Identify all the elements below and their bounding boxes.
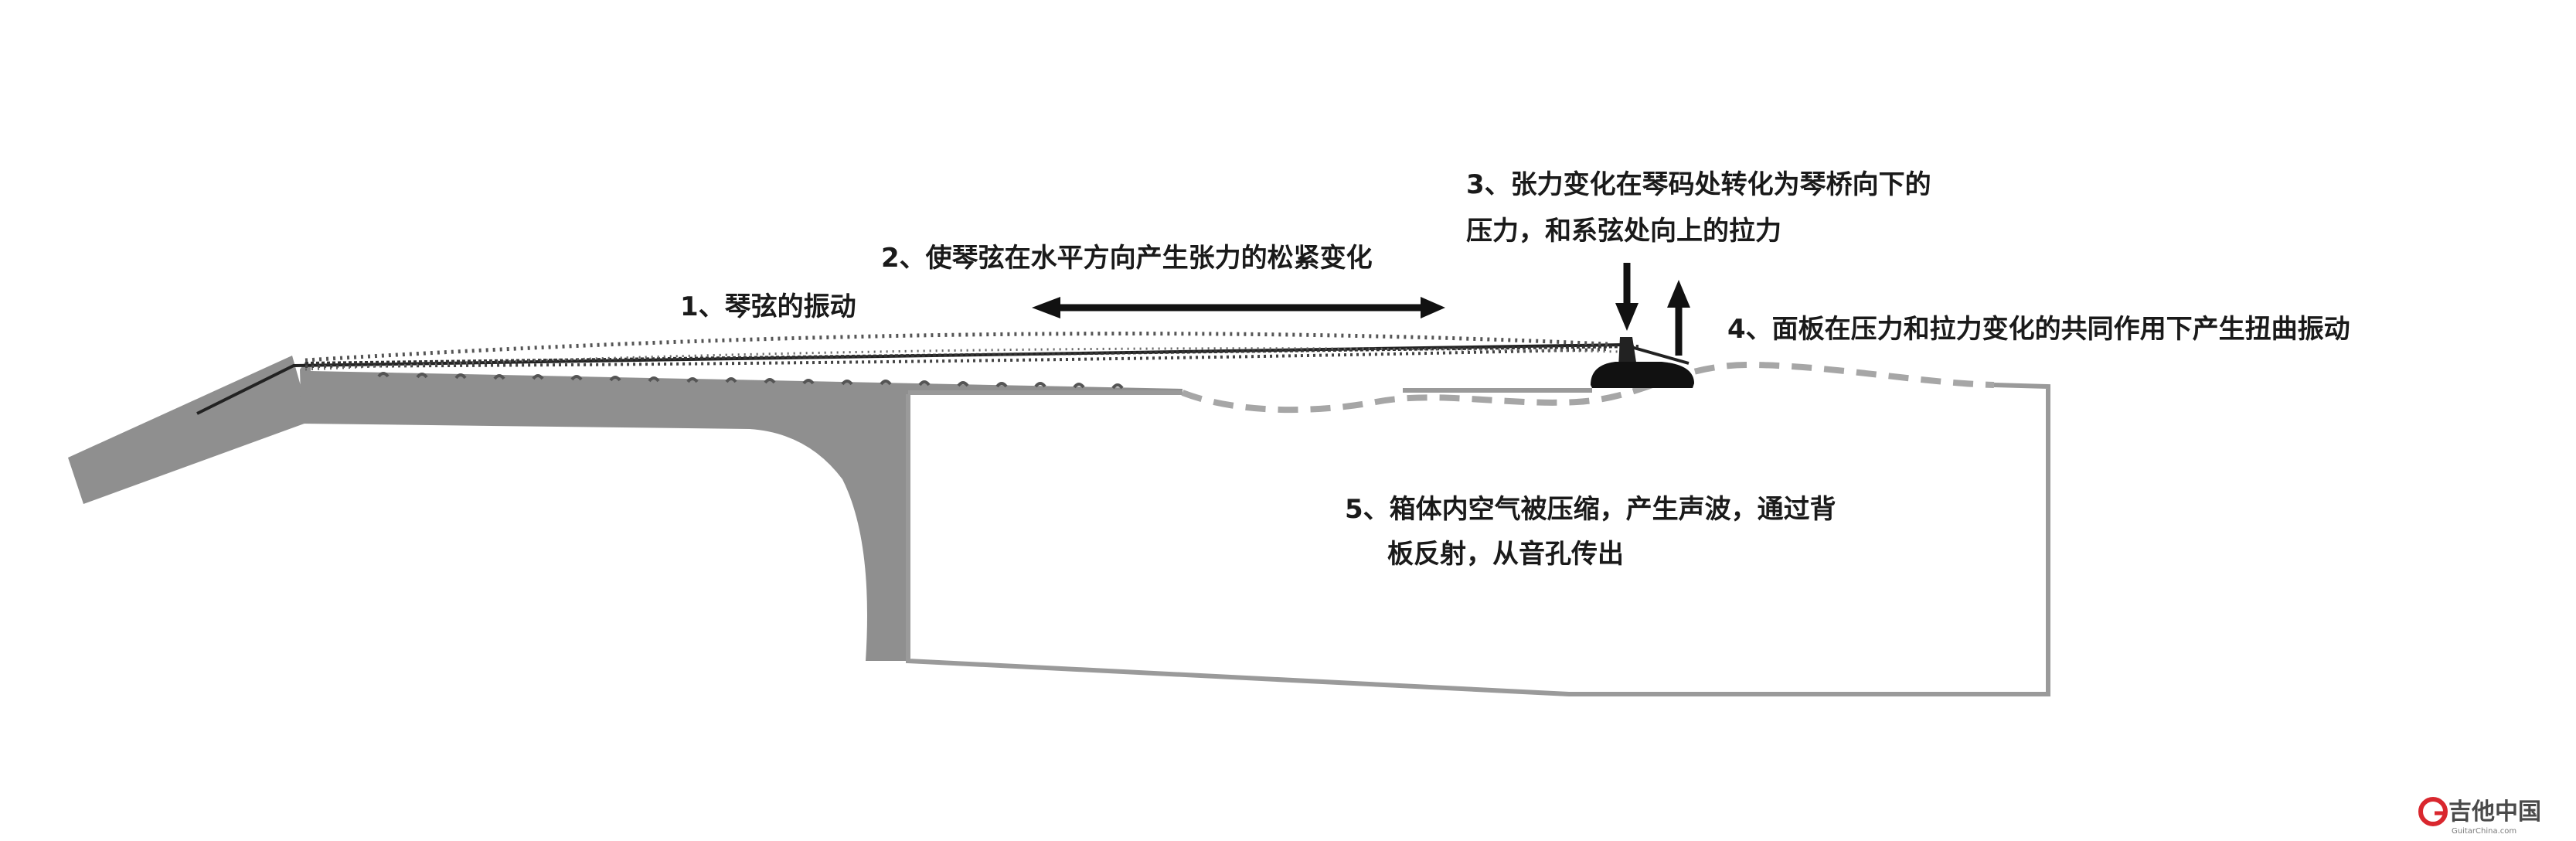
label-horizontal-tension: 2、使琴弦在水平方向产生张力的松紧变化 xyxy=(881,243,1373,274)
saddle xyxy=(1618,337,1637,367)
label-air-compression-line2: 板反射，从音孔传出 xyxy=(1387,539,1624,570)
bridge xyxy=(1591,362,1694,388)
down-arrow xyxy=(1615,263,1638,331)
label-air-compression-line1: 5、箱体内空气被压缩，产生声波，通过背 xyxy=(1345,494,1836,525)
label-soundboard-twist: 4、面板在压力和拉力变化的共同作用下产生扭曲振动 xyxy=(1727,314,2350,345)
neck-and-heel xyxy=(300,362,1183,661)
up-arrow xyxy=(1667,280,1690,356)
watermark-text: 吉他中国 xyxy=(2448,798,2541,826)
label-bridge-force-line1: 3、张力变化在琴码处转化为琴桥向下的 xyxy=(1466,169,1931,200)
soundboard-vibration-dashed xyxy=(1181,361,1995,414)
watermark-subtext: GuitarChina.com xyxy=(2452,827,2516,836)
watermark-logo: 吉他中国 GuitarChina.com xyxy=(2418,797,2541,836)
guitar-body-outline xyxy=(906,383,2050,696)
headstock xyxy=(68,356,311,504)
strings xyxy=(196,332,1690,415)
fret-markers xyxy=(377,372,1124,390)
horizontal-double-arrow xyxy=(1032,297,1445,318)
label-string-vibration: 1、琴弦的振动 xyxy=(680,291,856,322)
label-bridge-force-line2: 压力，和系弦处向上的拉力 xyxy=(1466,216,1781,247)
